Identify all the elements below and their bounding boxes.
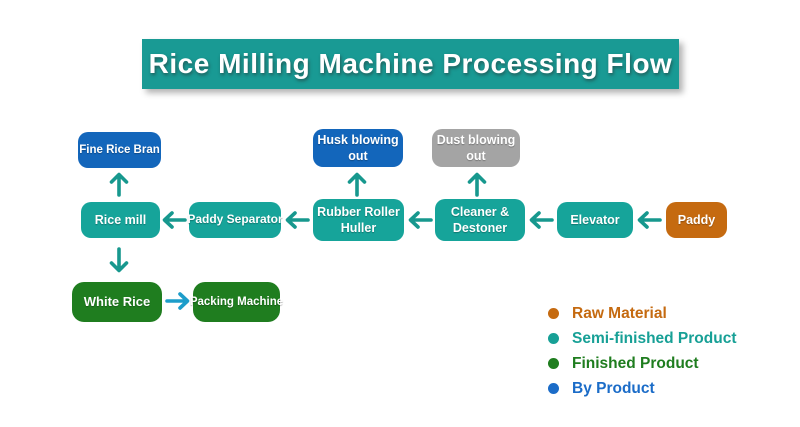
node-cleaner-destoner: Cleaner & Destoner	[435, 199, 525, 241]
node-elevator: Elevator	[557, 202, 633, 238]
legend-item-by-product: By Product	[548, 376, 737, 401]
legend-dot	[548, 333, 559, 344]
arrow-left-icon	[283, 210, 311, 230]
arrow-left-icon	[160, 210, 188, 230]
page-title: Rice Milling Machine Processing Flow	[142, 39, 679, 89]
arrow-left-icon	[406, 210, 434, 230]
node-white-rice: White Rice	[72, 282, 162, 322]
node-rubber-roller-huller: Rubber Roller Huller	[313, 199, 404, 241]
node-fine-rice-bran: Fine Rice Bran	[78, 132, 161, 168]
legend-dot	[548, 383, 559, 394]
legend-item-raw-material: Raw Material	[548, 301, 737, 326]
legend-label: By Product	[572, 379, 655, 397]
legend: Raw Material Semi-finished Product Finis…	[548, 301, 737, 401]
node-husk-blowing-out: Husk blowing out	[313, 129, 403, 167]
node-paddy-separator: Paddy Separator	[187, 202, 283, 238]
arrow-left-icon	[635, 210, 663, 230]
legend-label: Raw Material	[572, 304, 667, 322]
legend-label: Semi-finished Product	[572, 329, 737, 347]
node-paddy: Paddy	[666, 202, 727, 238]
arrow-up-icon	[346, 169, 368, 197]
legend-dot	[548, 308, 559, 319]
node-dust-blowing-out: Dust blowing out	[432, 129, 520, 167]
arrow-up-icon	[108, 169, 130, 197]
arrow-up-icon	[466, 169, 488, 197]
node-packing-machine: Packing Machine	[190, 282, 283, 322]
arrow-down-icon	[108, 246, 130, 276]
legend-item-finished-product: Finished Product	[548, 351, 737, 376]
legend-item-semi-finished-product: Semi-finished Product	[548, 326, 737, 351]
arrow-right-icon	[164, 291, 192, 311]
arrow-left-icon	[527, 210, 555, 230]
legend-dot	[548, 358, 559, 369]
node-rice-mill: Rice mill	[81, 202, 160, 238]
legend-label: Finished Product	[572, 354, 699, 372]
